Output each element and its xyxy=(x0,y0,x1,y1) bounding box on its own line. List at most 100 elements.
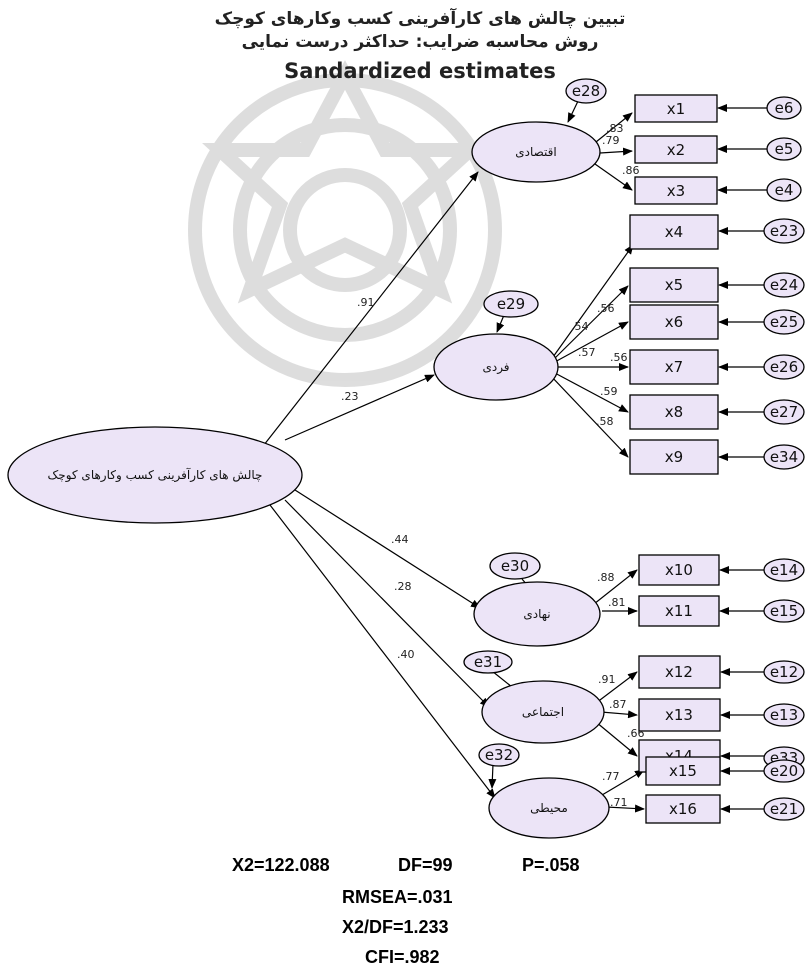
loading-x2: .79 xyxy=(602,134,620,147)
loading-x1: .83 xyxy=(606,122,624,135)
indicator-x5: x5 xyxy=(629,267,719,303)
watermark-logo xyxy=(188,60,502,387)
fit-chi2-df: X2/DF=1.233 xyxy=(342,917,449,937)
indicator-x2: x2 xyxy=(634,135,718,164)
svg-text:e30: e30 xyxy=(501,557,529,575)
path-coef-social: .28 xyxy=(394,580,412,593)
svg-text:e4: e4 xyxy=(775,181,794,199)
path-coef-institutional: .44 xyxy=(391,533,409,546)
indicator-x9: x9 xyxy=(629,439,719,475)
error-e12: e12 xyxy=(763,660,805,684)
svg-text:x8: x8 xyxy=(665,403,683,421)
latent-economic-label: اقتصادی xyxy=(515,145,557,159)
error-e15: e15 xyxy=(763,599,805,623)
indicator-x12: x12 xyxy=(638,655,721,689)
indicator-x16: x16 xyxy=(645,794,721,824)
loading-x10: .88 xyxy=(597,571,615,584)
error-e20: e20 xyxy=(763,759,805,783)
error-arrows xyxy=(717,104,771,813)
svg-text:e6: e6 xyxy=(775,99,794,117)
loading-arrows xyxy=(549,112,645,813)
error-e27: e27 xyxy=(763,399,805,425)
indicator-x3: x3 xyxy=(634,176,718,205)
loading-x7: .56 xyxy=(610,351,628,364)
svg-text:x9: x9 xyxy=(665,448,683,466)
latent-social-label: اجتماعی xyxy=(522,705,564,719)
loading-x8: .59 xyxy=(600,385,618,398)
svg-text:e34: e34 xyxy=(770,448,798,466)
residual-e31: e31 xyxy=(463,650,513,674)
svg-text:e21: e21 xyxy=(770,800,798,818)
svg-text:x2: x2 xyxy=(667,141,685,159)
residual-e30: e30 xyxy=(489,552,541,580)
fit-df: DF=99 xyxy=(398,855,453,875)
svg-text:e28: e28 xyxy=(572,82,600,100)
svg-text:e15: e15 xyxy=(770,602,798,620)
loading-x9: .58 xyxy=(596,415,614,428)
title-line-2: روش محاسبه ضرایب: حداکثر درست نمایی xyxy=(242,32,599,52)
svg-text:e27: e27 xyxy=(770,403,798,421)
error-e23: e23 xyxy=(763,218,805,244)
svg-text:e31: e31 xyxy=(474,653,502,671)
latent-individual-label: فردی xyxy=(482,360,509,375)
structural-arrows xyxy=(259,171,496,799)
error-e34: e34 xyxy=(763,444,805,470)
svg-text:x4: x4 xyxy=(665,223,683,241)
svg-text:x11: x11 xyxy=(665,602,693,620)
indicator-x6: x6 xyxy=(629,304,719,340)
indicator-x8: x8 xyxy=(629,394,719,430)
title-line-3: Sandardized estimates xyxy=(284,59,556,83)
loading-x4: .54 xyxy=(571,320,589,333)
indicator-x4: x4 xyxy=(629,214,719,250)
fit-statistics: X2=122.088 DF=99 P=.058 RMSEA=.031 X2/DF… xyxy=(232,855,580,967)
residual-e32: e32 xyxy=(478,743,520,767)
error-e4: e4 xyxy=(766,178,802,202)
fit-cfi: CFI=.982 xyxy=(365,947,440,967)
svg-text:x5: x5 xyxy=(665,276,683,294)
svg-text:x15: x15 xyxy=(669,762,697,780)
loading-x12: .91 xyxy=(598,673,616,686)
latent-institutional-label: نهادی xyxy=(523,607,550,621)
svg-text:x3: x3 xyxy=(667,182,685,200)
svg-text:e32: e32 xyxy=(485,746,513,764)
fit-chi2: X2=122.088 xyxy=(232,855,330,875)
indicator-x15: x15 xyxy=(645,756,721,786)
svg-text:e5: e5 xyxy=(775,140,794,158)
indicator-x11: x11 xyxy=(638,595,720,627)
path-coef-economic: .91 xyxy=(357,296,375,309)
path-coef-individual: .23 xyxy=(341,390,359,403)
loading-x11: .81 xyxy=(608,596,626,609)
error-e14: e14 xyxy=(763,558,805,582)
residual-e29: e29 xyxy=(483,290,539,318)
error-e26: e26 xyxy=(763,354,805,380)
svg-text:e13: e13 xyxy=(770,706,798,724)
svg-text:e20: e20 xyxy=(770,762,798,780)
residual-e28: e28 xyxy=(565,78,607,104)
svg-text:x7: x7 xyxy=(665,358,683,376)
error-e5: e5 xyxy=(766,137,802,161)
title-line-1: تبیین چالش های کارآفرینی کسب وکارهای کوچ… xyxy=(215,7,626,29)
svg-text:e23: e23 xyxy=(770,222,798,240)
svg-text:x16: x16 xyxy=(669,800,697,818)
svg-text:x12: x12 xyxy=(665,663,693,681)
latent-individual: فردی xyxy=(433,333,559,401)
latent-main: چالش های کارآفرینی کسب وکارهای کوچک xyxy=(7,426,303,524)
loading-x15: .77 xyxy=(602,770,620,783)
latent-environmental-label: محیطی xyxy=(530,801,568,815)
latent-environmental: محیطی xyxy=(488,777,610,839)
svg-text:e25: e25 xyxy=(770,313,798,331)
error-e6: e6 xyxy=(766,96,802,120)
fit-rmsea: RMSEA=.031 xyxy=(342,887,453,907)
svg-text:e29: e29 xyxy=(497,295,525,313)
error-e21: e21 xyxy=(763,797,805,821)
loading-x3: .86 xyxy=(622,164,640,177)
svg-text:e26: e26 xyxy=(770,358,798,376)
error-e13: e13 xyxy=(763,703,805,727)
svg-text:e24: e24 xyxy=(770,276,798,294)
error-e24: e24 xyxy=(763,272,805,298)
loading-x6: .57 xyxy=(578,346,596,359)
indicator-x1: x1 xyxy=(634,94,718,123)
latent-main-label: چالش های کارآفرینی کسب وکارهای کوچک xyxy=(48,467,263,483)
loading-x5: .56 xyxy=(597,302,615,315)
